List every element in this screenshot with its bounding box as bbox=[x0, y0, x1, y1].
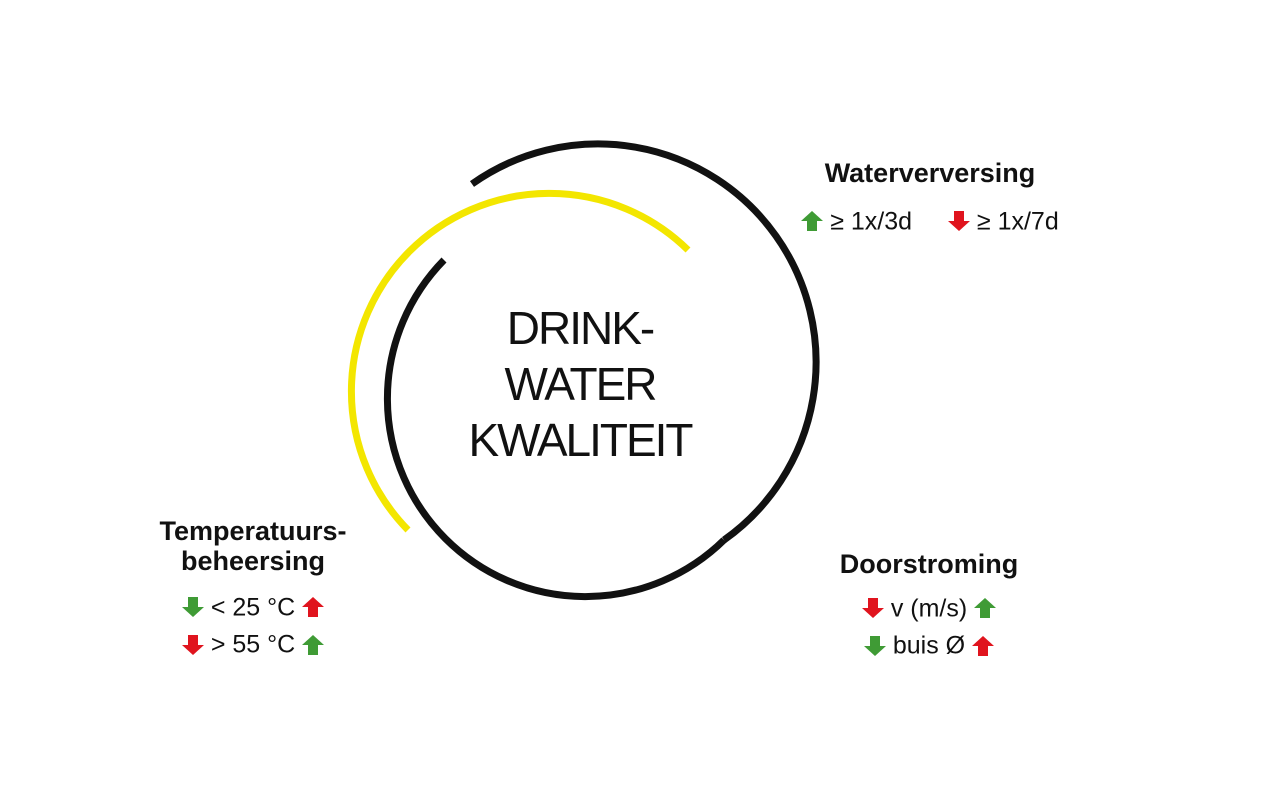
arrow-down-icon bbox=[181, 634, 204, 656]
doorstroming-row: buis Ø bbox=[804, 626, 1054, 663]
arrow-down-icon bbox=[861, 597, 884, 619]
waterverversing-good-text: ≥ 1x/3d bbox=[830, 207, 913, 236]
temperatuur-row-text: > 55 °C bbox=[210, 630, 296, 659]
black-outer-arc bbox=[469, 140, 820, 543]
temperatuur-title-line-2: beheersing bbox=[180, 546, 326, 576]
arrow-down-icon bbox=[947, 210, 970, 232]
doorstroming-row-text: buis Ø bbox=[892, 631, 966, 660]
waterverversing-bad-text: ≥ 1x/7d bbox=[976, 207, 1059, 236]
center-title-line-3: KWALITEIT bbox=[468, 414, 693, 466]
temperatuur-row: > 55 °C bbox=[118, 625, 388, 662]
waterverversing-title: Waterverversing bbox=[824, 158, 1036, 188]
temperatuur-title-line-1: Temperatuurs- bbox=[159, 516, 347, 546]
doorstroming-row: v (m/s) bbox=[804, 589, 1054, 626]
black-inner-arc-end bbox=[664, 530, 724, 540]
temperatuur-row-text: < 25 °C bbox=[210, 593, 296, 622]
center-title: DRINK- WATER KWALITEIT bbox=[400, 300, 760, 468]
doorstroming-title: Doorstroming bbox=[839, 549, 1019, 579]
temperatuur-title: Temperatuurs- beheersing bbox=[118, 516, 388, 576]
temperatuur-row: < 25 °C bbox=[118, 588, 388, 625]
arrow-down-icon bbox=[863, 635, 886, 657]
waterverversing-block: Waterverversing ≥ 1x/3d ≥ 1x/7d bbox=[780, 158, 1080, 239]
black-inner-arc bbox=[383, 257, 727, 601]
waterverversing-row: ≥ 1x/3d ≥ 1x/7d bbox=[780, 202, 1080, 239]
arrow-up-icon bbox=[974, 597, 997, 619]
temperatuur-block: Temperatuurs- beheersing < 25 °C > 55 °C bbox=[118, 516, 388, 663]
arrow-up-icon bbox=[972, 635, 995, 657]
arrow-down-icon bbox=[181, 596, 204, 618]
yellow-arc bbox=[347, 189, 691, 533]
center-title-line-1: DRINK- bbox=[506, 302, 655, 354]
arrow-up-icon bbox=[801, 210, 824, 232]
center-title-line-2: WATER bbox=[504, 358, 658, 410]
arrow-up-icon bbox=[302, 596, 325, 618]
arrow-up-icon bbox=[302, 634, 325, 656]
doorstroming-row-text: v (m/s) bbox=[890, 594, 968, 623]
doorstroming-block: Doorstroming v (m/s) buis Ø bbox=[804, 549, 1054, 664]
